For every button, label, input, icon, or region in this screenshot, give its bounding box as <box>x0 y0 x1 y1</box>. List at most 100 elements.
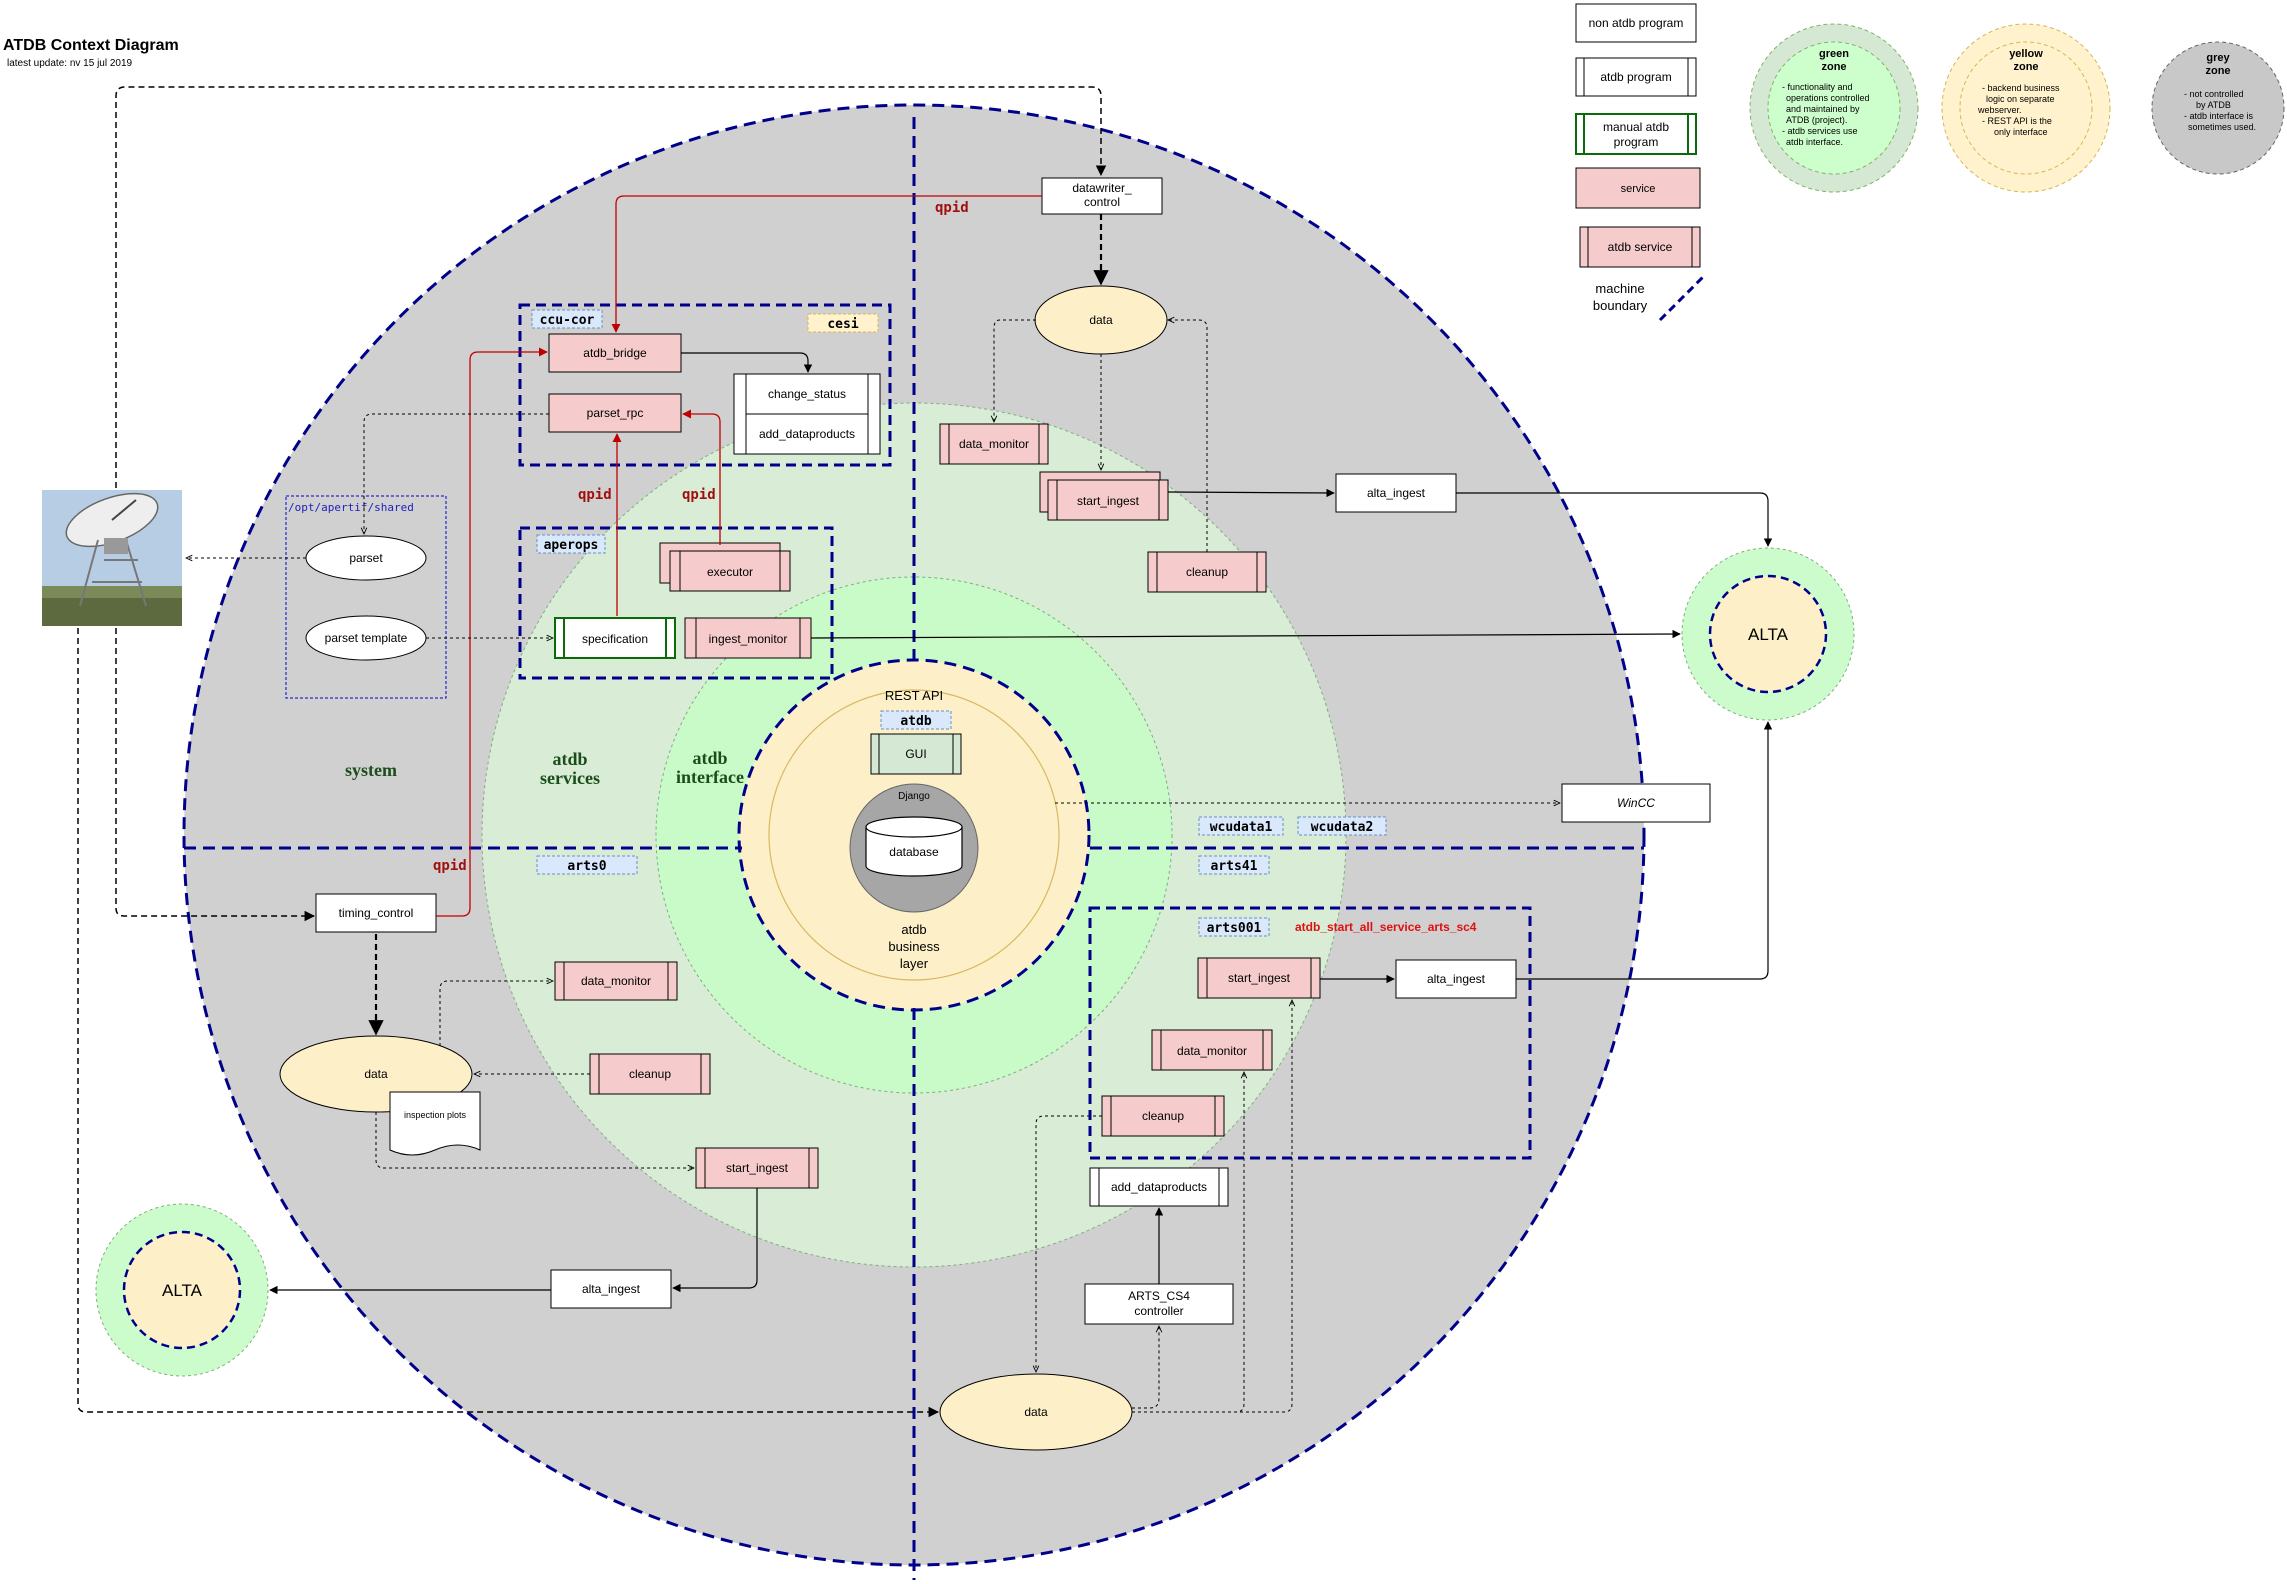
connector-bridge-change-status <box>681 352 813 373</box>
data-monitor-box-arts[interactable] <box>1151 1029 1273 1071</box>
svg-text:data_monitor: data_monitor <box>959 437 1029 451</box>
database-icon <box>865 816 963 877</box>
legend-non-atdb-program <box>1575 3 1697 43</box>
specification-box[interactable] <box>554 617 676 659</box>
svg-text:ingest_monitor: ingest_monitor <box>709 632 788 646</box>
svg-text:grey: grey <box>2206 52 2230 64</box>
services-zone-label-2: services <box>540 768 600 788</box>
shared-directory-label: /opt/apertif/shared <box>288 501 414 514</box>
services-zone-label-1: atdb <box>552 749 587 769</box>
legend-service <box>1575 167 1701 209</box>
svg-text:atdb program: atdb program <box>1600 70 1671 84</box>
svg-text:ATDB (project).: ATDB (project). <box>1786 115 1847 125</box>
legend-grey-zone: grey zone - not controlled by ATDB - atd… <box>2151 41 2285 175</box>
business-layer-ring <box>768 689 1060 981</box>
wincc-box[interactable] <box>1561 783 1711 823</box>
legend-machine-boundary <box>1658 274 1706 322</box>
svg-text:- atdb interface is: - atdb interface is <box>2184 111 2254 121</box>
interface-zone-label-2: interface <box>676 767 744 787</box>
gui-box[interactable] <box>870 733 962 775</box>
connector-data-bottom-start-ingest <box>1132 1000 1292 1413</box>
machine-label-cesi: cesi <box>827 317 858 332</box>
qpid-label-timing: qpid <box>433 858 467 874</box>
svg-text:atdb service: atdb service <box>1608 240 1673 254</box>
interface-zone-label-1: atdb <box>692 748 727 768</box>
svg-text:and maintained by: and maintained by <box>1786 104 1860 114</box>
connector-telescope-data-bottom <box>77 628 940 1418</box>
svg-text:start_ingest: start_ingest <box>726 1161 789 1175</box>
connector-alta-ingest-top-alta <box>1456 492 1773 547</box>
start-ingest-box-arts[interactable] <box>1197 957 1321 999</box>
django-label: Django <box>898 791 930 802</box>
svg-text:data: data <box>364 1067 388 1081</box>
business-layer-label-2: business <box>888 939 940 954</box>
legend-green-zone: green zone - functionality and operation… <box>1749 23 1919 193</box>
qpid-label-left: qpid <box>578 487 612 503</box>
svg-text:webserver.: webserver. <box>1977 105 2022 115</box>
svg-text:machine: machine <box>1595 281 1644 296</box>
arts001-boundary <box>1088 906 1532 1160</box>
connector-timing-atdb-bridge <box>436 347 548 917</box>
ingest-monitor-box[interactable] <box>684 617 812 659</box>
svg-text:controller: controller <box>1134 1304 1183 1318</box>
machine-label-aperops: aperops <box>544 538 599 553</box>
timing-control-box[interactable] <box>315 893 437 933</box>
alta-left-label: ALTA <box>162 1281 203 1300</box>
svg-text:alta_ingest: alta_ingest <box>1427 972 1486 986</box>
alta-right-label: ALTA <box>1748 625 1789 644</box>
svg-text:yellow: yellow <box>2009 48 2043 60</box>
data-monitor-box-top[interactable] <box>939 423 1049 465</box>
alta-right[interactable] <box>1708 574 1828 694</box>
cleanup-box-arts[interactable] <box>1101 1095 1225 1137</box>
svg-text:non atdb program: non atdb program <box>1589 16 1684 30</box>
diagram-title: ATDB Context Diagram <box>3 37 179 54</box>
svg-text:datawriter_: datawriter_ <box>1072 181 1132 195</box>
machine-label-ccu-cor: ccu-cor <box>540 313 595 328</box>
svg-text:cleanup: cleanup <box>1186 565 1228 579</box>
cleanup-box-left[interactable] <box>589 1053 711 1095</box>
start-ingest-box-left[interactable] <box>695 1147 819 1189</box>
legend-manual-atdb-program <box>1575 113 1697 155</box>
svg-text:alta_ingest: alta_ingest <box>582 1282 641 1296</box>
svg-text:- atdb services use: - atdb services use <box>1782 126 1858 136</box>
svg-text:- not controlled: - not controlled <box>2184 89 2244 99</box>
svg-text:zone: zone <box>1821 61 1846 73</box>
svg-text:specification: specification <box>582 632 648 646</box>
executor-box[interactable] <box>669 550 791 592</box>
svg-text:sometimes used.: sometimes used. <box>2188 122 2256 132</box>
legend-atdb-service <box>1579 226 1701 268</box>
start-ingest-box-top[interactable] <box>1047 479 1169 521</box>
alta-left[interactable] <box>122 1230 242 1350</box>
svg-text:start_ingest: start_ingest <box>1077 494 1140 508</box>
add-dataproducts-box-arts[interactable] <box>1089 1167 1229 1207</box>
machine-label-arts41: arts41 <box>1211 859 1258 874</box>
svg-text:operations controlled: operations controlled <box>1786 93 1870 103</box>
machine-label-arts0: arts0 <box>567 859 606 874</box>
inspection-plots-doc[interactable] <box>389 1091 481 1156</box>
qpid-label-mid: qpid <box>682 487 716 503</box>
svg-text:green: green <box>1819 48 1849 60</box>
business-layer-label-3: layer <box>900 956 929 971</box>
gui-label: GUI <box>905 747 926 761</box>
svg-text:- functionality and: - functionality and <box>1782 82 1853 92</box>
svg-text:atdb interface.: atdb interface. <box>1786 137 1843 147</box>
alta-ingest-box-left[interactable] <box>550 1269 672 1309</box>
parset-rpc-box[interactable] <box>548 393 682 433</box>
alta-ingest-box-arts[interactable] <box>1395 959 1517 999</box>
arts-cs4-controller-box[interactable] <box>1084 1283 1234 1325</box>
svg-text:data: data <box>1089 313 1113 327</box>
svg-text:add_dataproducts: add_dataproducts <box>759 427 855 441</box>
machine-label-wcudata1: wcudata1 <box>1210 820 1273 835</box>
legend-atdb-program <box>1575 57 1697 97</box>
data-monitor-box-left[interactable] <box>554 961 678 1001</box>
atdb-bridge-box[interactable] <box>548 333 682 373</box>
svg-text:program: program <box>1614 135 1659 149</box>
svg-text:executor: executor <box>707 565 753 579</box>
svg-text:timing_control: timing_control <box>339 906 414 920</box>
svg-text:data_monitor: data_monitor <box>1177 1044 1247 1058</box>
svg-text:data_monitor: data_monitor <box>581 974 651 988</box>
alta-ingest-box-top[interactable] <box>1335 473 1457 513</box>
cleanup-box-top[interactable] <box>1147 551 1267 593</box>
svg-text:by ATDB: by ATDB <box>2196 100 2231 110</box>
svg-text:- backend business: - backend business <box>1982 83 2060 93</box>
